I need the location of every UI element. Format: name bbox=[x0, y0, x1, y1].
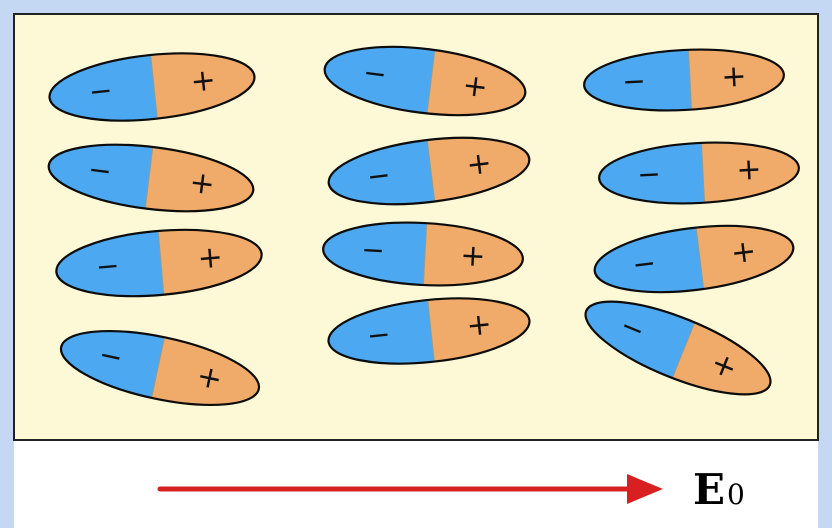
charge-divider bbox=[700, 142, 706, 203]
positive-sign: + bbox=[464, 145, 493, 183]
charge-divider bbox=[150, 54, 158, 119]
negative-sign: − bbox=[621, 64, 646, 98]
dipole-molecule: −+ bbox=[321, 217, 525, 291]
molecule-outline bbox=[59, 330, 261, 406]
positive-sign: + bbox=[459, 238, 486, 274]
arrow-head bbox=[627, 474, 663, 504]
positive-sign: + bbox=[735, 152, 762, 188]
negative-sign: − bbox=[631, 246, 658, 282]
dipole-molecule: −+ bbox=[574, 283, 782, 413]
charge-divider bbox=[426, 49, 436, 114]
molecule-outline bbox=[598, 141, 800, 205]
negative-sign: − bbox=[365, 317, 392, 352]
field-label: E0 bbox=[693, 465, 745, 514]
negative-sign: − bbox=[86, 152, 113, 188]
dipole-molecule: −+ bbox=[597, 137, 801, 209]
negative-sign: − bbox=[361, 56, 388, 92]
positive-half bbox=[671, 320, 782, 413]
negative-sign: − bbox=[361, 233, 386, 267]
charge-divider bbox=[422, 223, 428, 286]
molecule-outline bbox=[583, 48, 785, 112]
molecule-outline bbox=[47, 143, 255, 213]
molecule-outline bbox=[593, 224, 795, 294]
positive-sign: + bbox=[461, 68, 490, 106]
dipole-molecule: −+ bbox=[53, 222, 265, 304]
positive-sign: + bbox=[465, 307, 494, 344]
dipole-molecule: −+ bbox=[325, 289, 533, 373]
charge-divider bbox=[687, 49, 693, 110]
charge-divider bbox=[157, 230, 165, 295]
molecule-outline bbox=[322, 221, 524, 287]
dipole-molecule: −+ bbox=[582, 44, 786, 116]
charge-divider bbox=[426, 139, 436, 202]
electric-field-arrow bbox=[157, 474, 663, 504]
positive-sign: + bbox=[188, 165, 217, 203]
negative-sign: − bbox=[365, 158, 392, 194]
charge-divider bbox=[427, 299, 435, 362]
charge-divider bbox=[671, 322, 696, 379]
charge-divider bbox=[144, 146, 154, 209]
field-band bbox=[14, 440, 818, 528]
positive-sign: + bbox=[729, 234, 758, 272]
negative-sign: − bbox=[94, 249, 120, 284]
molecule-outline bbox=[323, 45, 527, 117]
molecule-outline bbox=[327, 297, 531, 365]
positive-sign: + bbox=[196, 239, 224, 276]
negative-sign: − bbox=[87, 73, 114, 108]
molecule-outline bbox=[55, 228, 263, 298]
negative-half bbox=[574, 283, 696, 380]
molecule-outline bbox=[327, 136, 531, 206]
dipole-molecule: −+ bbox=[46, 44, 258, 130]
negative-sign: − bbox=[636, 157, 661, 191]
field-subscript: 0 bbox=[727, 478, 745, 511]
field-symbol: E bbox=[693, 465, 725, 514]
molecule-outline bbox=[48, 52, 256, 122]
positive-sign: + bbox=[189, 62, 218, 99]
charge-divider bbox=[695, 227, 705, 290]
molecule-outline bbox=[584, 300, 772, 396]
positive-sign: + bbox=[720, 59, 747, 95]
charge-divider bbox=[151, 337, 165, 399]
